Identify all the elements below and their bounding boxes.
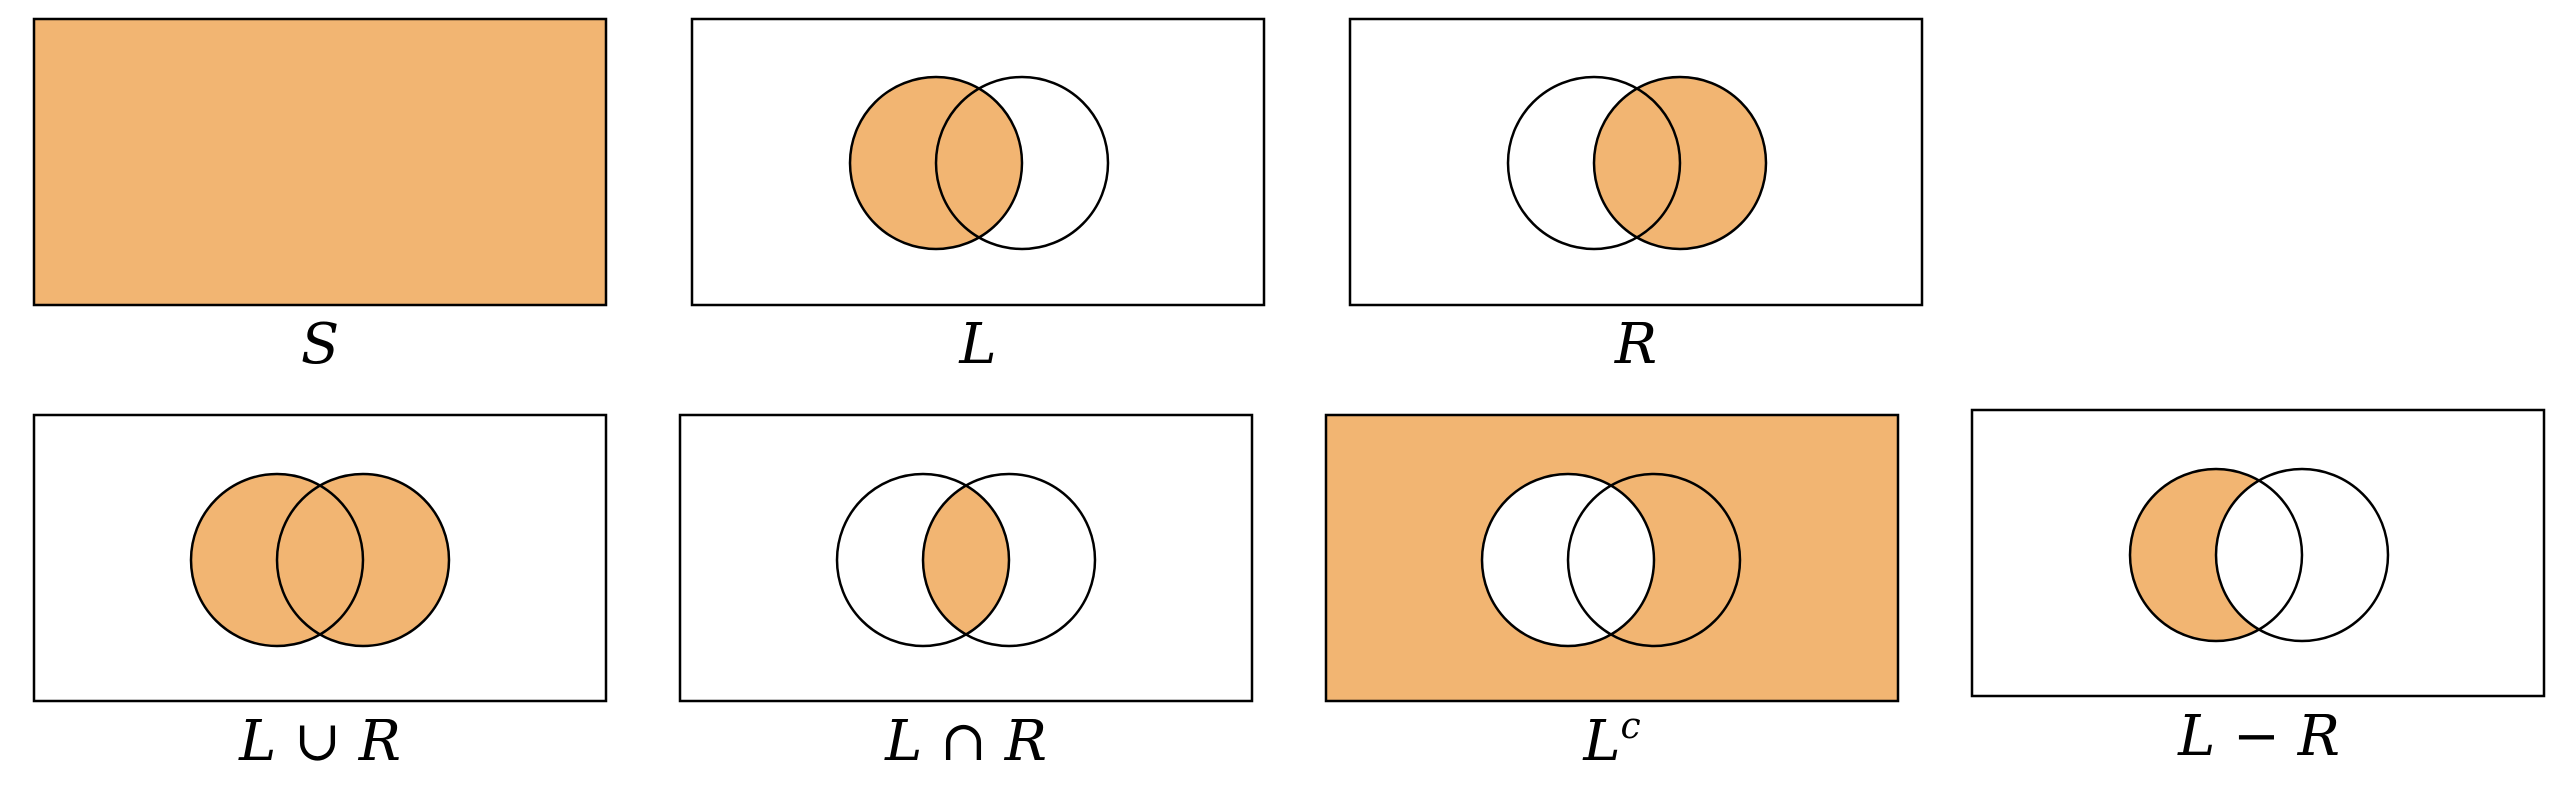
right-circle [1592, 75, 1768, 251]
left-circle [189, 472, 365, 648]
superscript-c: c [1621, 706, 1641, 747]
panel-label-r: R [1614, 312, 1657, 377]
panel-r: R [1348, 17, 1924, 377]
left-circle [2128, 467, 2304, 643]
panel-label-l: L [958, 312, 996, 377]
universe-fill [34, 19, 606, 305]
panel-label-s: S [301, 312, 339, 377]
panel-union: L ∪ R [32, 413, 608, 774]
universe-frame [32, 17, 608, 307]
right-circle [275, 472, 451, 648]
left-circle [1480, 472, 1656, 648]
left-circle [848, 75, 1024, 251]
panel-s: S [32, 17, 608, 377]
universe-frame [1970, 408, 2546, 698]
panel-label-intersection: L ∩ R [884, 709, 1047, 774]
intersection-fill [923, 474, 1009, 646]
universe-frame [32, 413, 608, 703]
right-circle [2214, 467, 2390, 643]
panel-l: L [690, 17, 1266, 377]
left-circle [835, 472, 1011, 648]
right-circle [934, 75, 1110, 251]
panel-label-difference: L − R [2177, 704, 2340, 769]
panel-intersection: L ∩ R [678, 413, 1254, 774]
complement-fill [1326, 415, 1898, 701]
universe-frame [1324, 413, 1900, 703]
panel-label-union: L ∪ R [238, 709, 401, 774]
panel-difference: L − R [1970, 408, 2546, 769]
left-circle [1506, 75, 1682, 251]
panel-complement: Lc [1324, 413, 1900, 774]
right-circle [1566, 472, 1742, 648]
universe-frame [690, 17, 1266, 307]
panel-label-complement: Lc [1582, 706, 1640, 774]
right-circle [921, 472, 1097, 648]
universe-frame [1348, 17, 1924, 307]
universe-frame [678, 413, 1254, 703]
